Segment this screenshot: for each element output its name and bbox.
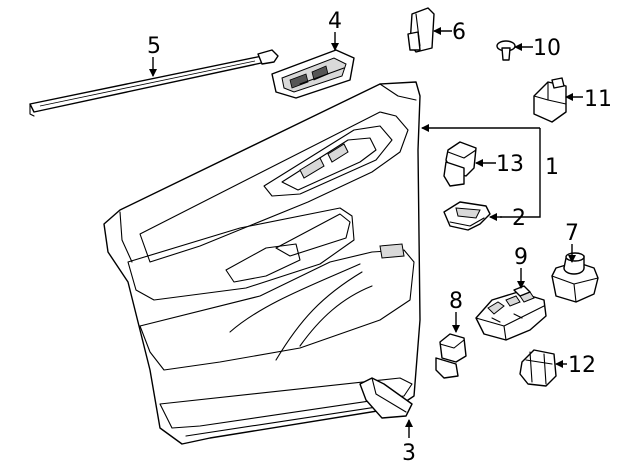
part-6-clip: [407, 7, 435, 53]
part-3-lower-bracket: [359, 377, 413, 419]
part-8-switch: [435, 333, 467, 379]
callout-13: 13: [496, 152, 524, 177]
callout-labels: 5 4 6 10 11 1 13 2 7 9 8 12 3: [147, 9, 612, 466]
part-5-weatherstrip: [29, 49, 279, 117]
part-7-knob: [551, 252, 599, 303]
part-1-door-trim-panel: [103, 81, 421, 445]
callout-4: 4: [328, 9, 342, 34]
part-2-switch: [443, 201, 491, 231]
part-13-switch: [443, 141, 477, 187]
callout-1: 1: [545, 155, 559, 180]
part-10-push-pin: [496, 40, 516, 61]
part-4-switch-bezel: [271, 49, 355, 99]
callout-8: 8: [449, 289, 463, 314]
callout-11: 11: [584, 87, 612, 112]
callout-3: 3: [402, 441, 416, 466]
callout-7: 7: [565, 221, 579, 246]
callout-6: 6: [452, 20, 466, 45]
part-12-switch-bracket: [519, 349, 557, 387]
part-9-master-switch: [475, 285, 547, 341]
part-11-bracket: [533, 77, 567, 123]
callout-2: 2: [512, 206, 526, 231]
callout-10: 10: [533, 36, 561, 61]
callout-9: 9: [514, 245, 528, 270]
callout-12: 12: [568, 353, 596, 378]
leader-lines: [149, 27, 583, 438]
callout-5: 5: [147, 34, 161, 59]
